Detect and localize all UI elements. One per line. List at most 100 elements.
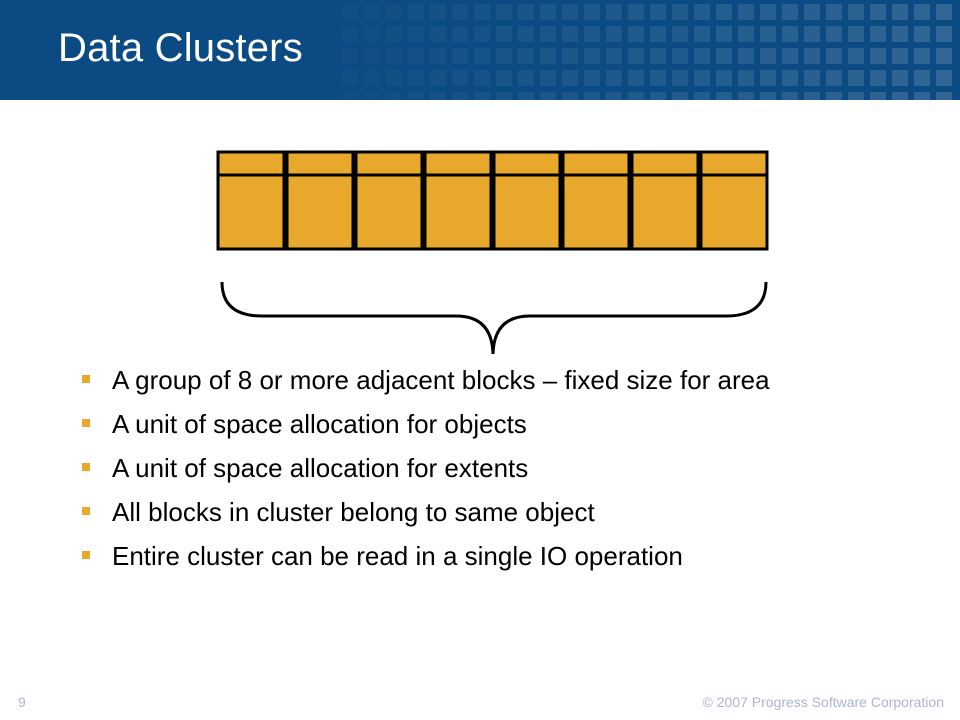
header-grid-square <box>672 48 688 64</box>
header-grid-square <box>518 70 534 86</box>
header-grid-square <box>672 70 688 86</box>
header-grid-square <box>562 48 578 64</box>
header-grid-square <box>848 48 864 64</box>
header-grid-square <box>650 70 666 86</box>
header-grid-square <box>782 48 798 64</box>
header-grid-square <box>540 26 556 42</box>
header-grid-square <box>914 48 930 64</box>
header-grid-square <box>760 4 776 20</box>
square-bullet-icon <box>82 419 90 427</box>
header-grid-square <box>474 4 490 20</box>
header-grid-square <box>848 4 864 20</box>
header-grid-square <box>606 48 622 64</box>
header-grid-square <box>804 26 820 42</box>
header-grid-square <box>826 70 842 86</box>
data-block-body <box>285 150 355 251</box>
header-grid-square <box>562 92 578 100</box>
data-block <box>354 150 424 251</box>
header-grid-square <box>364 92 380 100</box>
slide-title: Data Clusters <box>58 26 303 70</box>
data-block-body <box>354 150 424 251</box>
header-grid-square <box>716 92 732 100</box>
header-grid-square <box>628 48 644 64</box>
header-grid-square <box>584 70 600 86</box>
header-grid-square <box>518 92 534 100</box>
header-grid-square <box>650 26 666 42</box>
data-block-body <box>492 150 562 251</box>
header-grid-square <box>914 70 930 86</box>
header-grid-square <box>540 70 556 86</box>
header-grid-square <box>826 92 842 100</box>
header-grid-square <box>364 70 380 86</box>
header-grid-square <box>914 26 930 42</box>
header-grid-square <box>760 92 776 100</box>
header-grid-square <box>848 26 864 42</box>
header-grid-square <box>452 70 468 86</box>
header-grid-square <box>562 70 578 86</box>
header-grid-square <box>672 92 688 100</box>
header-grid-square <box>848 70 864 86</box>
page-number: 9 <box>18 694 26 710</box>
square-bullet-icon <box>82 507 90 515</box>
bullet-item: A unit of space allocation for objects <box>76 408 896 440</box>
data-block <box>630 150 700 251</box>
header-grid-square <box>540 92 556 100</box>
header-grid-square <box>914 92 930 100</box>
header-grid-square <box>760 26 776 42</box>
header-grid-square <box>342 26 358 42</box>
header-grid-square <box>716 48 732 64</box>
data-block <box>423 150 493 251</box>
header-grid-square <box>496 92 512 100</box>
header-grid-square <box>606 70 622 86</box>
cluster-diagram <box>216 150 769 355</box>
data-block <box>285 150 355 251</box>
header-grid-square <box>716 70 732 86</box>
header-grid-square <box>606 92 622 100</box>
header-grid-square <box>496 70 512 86</box>
header-grid-square <box>892 48 908 64</box>
header-grid-square <box>694 48 710 64</box>
header-grid-square <box>804 48 820 64</box>
header-grid-square <box>738 4 754 20</box>
header-grid-square <box>584 4 600 20</box>
header-grid-square <box>408 48 424 64</box>
header-grid-square <box>364 4 380 20</box>
header-grid-square <box>408 70 424 86</box>
header-grid-square <box>782 26 798 42</box>
header-grid-square <box>342 70 358 86</box>
header-grid-square <box>496 26 512 42</box>
bullet-text: A group of 8 or more adjacent blocks – f… <box>112 365 770 395</box>
data-block <box>492 150 562 251</box>
header-grid-square <box>562 26 578 42</box>
data-block <box>699 150 769 251</box>
header-grid-square <box>452 26 468 42</box>
header-grid-square <box>540 4 556 20</box>
header-grid-square <box>518 26 534 42</box>
header-grid-square <box>672 4 688 20</box>
data-block-body <box>630 150 700 251</box>
header-grid-pattern <box>342 4 952 100</box>
header-grid-square <box>628 4 644 20</box>
data-block-body <box>699 150 769 251</box>
header-grid-square <box>804 4 820 20</box>
header-grid-square <box>474 26 490 42</box>
header-grid-square <box>804 92 820 100</box>
header-grid-square <box>408 92 424 100</box>
header-grid-square <box>364 48 380 64</box>
data-block-body <box>423 150 493 251</box>
header-grid-square <box>936 4 952 20</box>
header-grid-square <box>540 48 556 64</box>
cluster-blocks <box>216 150 769 251</box>
bullet-item: A group of 8 or more adjacent blocks – f… <box>76 364 896 396</box>
header-grid-square <box>936 70 952 86</box>
header-grid-square <box>694 4 710 20</box>
header-grid-square <box>716 4 732 20</box>
slide-header: Data Clusters <box>0 0 960 100</box>
header-grid-square <box>386 4 402 20</box>
bullet-item: All blocks in cluster belong to same obj… <box>76 496 896 528</box>
header-grid-square <box>760 48 776 64</box>
header-grid-square <box>430 92 446 100</box>
header-grid-square <box>474 48 490 64</box>
header-grid-square <box>386 92 402 100</box>
header-grid-square <box>892 92 908 100</box>
